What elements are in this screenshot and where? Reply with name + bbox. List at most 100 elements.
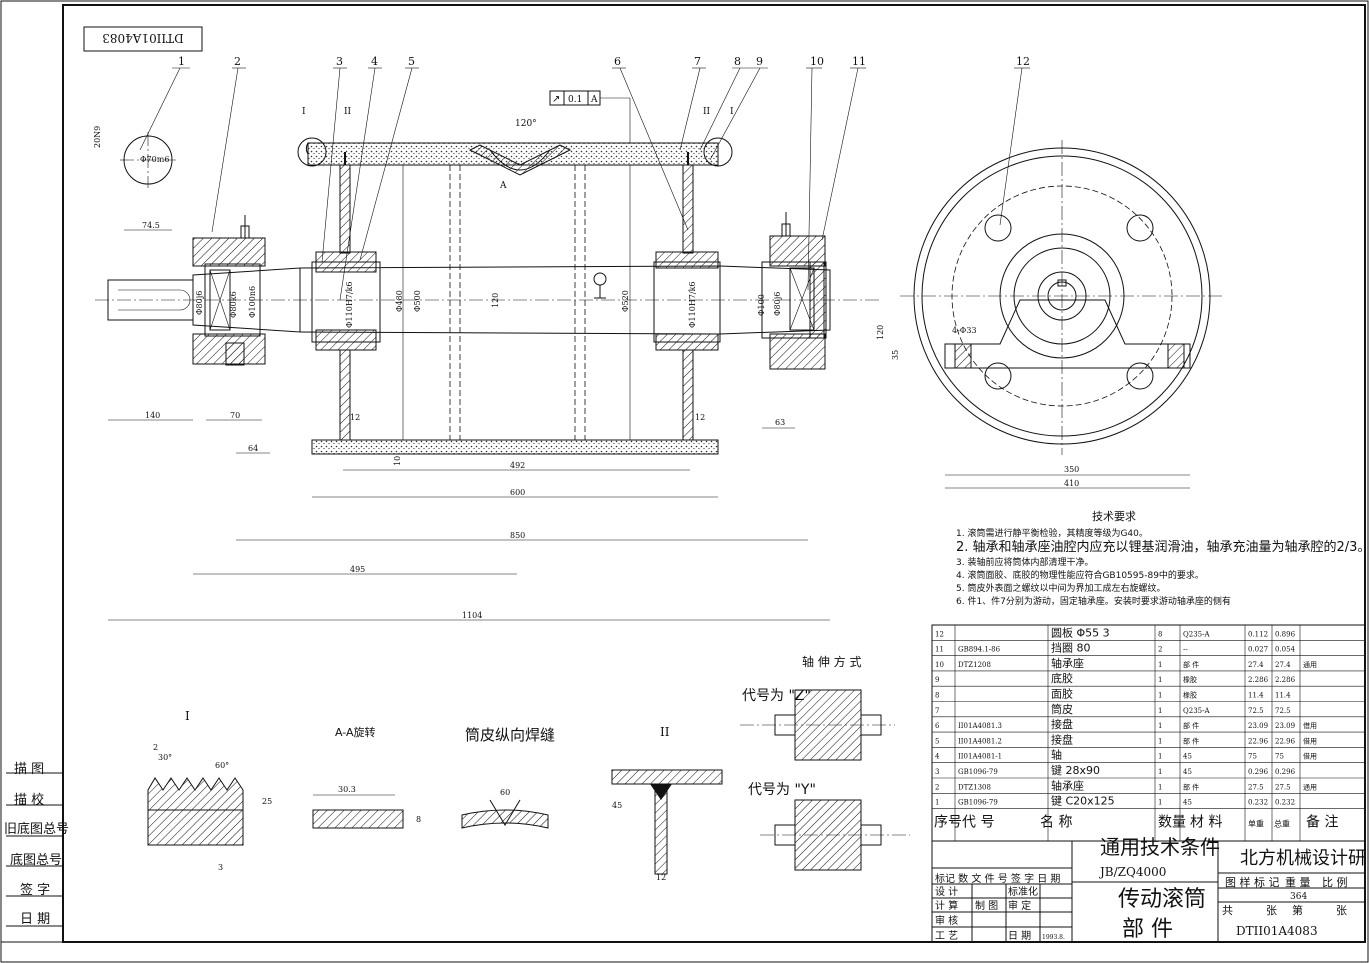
dim-phi80j6-right: Φ80j6 (773, 292, 782, 316)
bom-cell-qty: 1 (1158, 722, 1162, 730)
det-ii-12: 12 (656, 873, 666, 882)
bom-cell-qty: 1 (1158, 661, 1162, 669)
bom-cell-note: 通用 (1303, 660, 1317, 669)
tb-row-mark: 标记 数 文 件 号 签 字 日 期 (935, 872, 1060, 885)
det-i-60: 60° (215, 761, 229, 770)
det-i-25: 25 (262, 797, 272, 806)
tb-sheet-total: 共 (1222, 904, 1233, 917)
tb-row-review: 审 核 (935, 914, 958, 927)
dim-35: 35 (891, 350, 900, 360)
det-i-3: 3 (218, 863, 223, 872)
key-section: 20N9 Φ70m6 74.5 (93, 126, 176, 231)
shaft-ext-label: 轴 伸 方 式 (802, 654, 861, 669)
tech-item-1: 1. 滚筒需进行静平衡检验，其精度等级为G40。 (956, 527, 1148, 539)
detail-ii-label: II (660, 725, 670, 739)
side-label-sign: 签 字 (20, 882, 50, 898)
title-block: 通用技术条件 JB/ZQ4000 北方机械设计研 传动滚筒 部 件 图 样 标 … (931, 835, 1366, 943)
bom-cell-w2: 27.5 (1275, 783, 1291, 791)
tb-standard-code: JB/ZQ4000 (1098, 865, 1166, 879)
bom-cell-w2: 2.286 (1275, 676, 1296, 684)
rotated-code-box: DTII01A4083 (83, 26, 203, 52)
part-no-2: 2 (234, 55, 241, 68)
part-no-10: 10 (810, 55, 824, 68)
bom-cell-name: 轴 (1051, 748, 1062, 762)
bom-header-name: 名 称 (1040, 815, 1072, 831)
bom-cell-mat: 橡胶 (1183, 675, 1197, 684)
dim-850: 850 (510, 531, 525, 540)
det-weld-60: 60 (500, 788, 510, 797)
tb-company: 北方机械设计研 (1240, 848, 1366, 869)
shaft-dia-label: Φ70m6 (140, 155, 169, 164)
bom-cell-mat: Q235-A (1183, 707, 1210, 715)
bom-cell-no: 9 (935, 676, 939, 684)
bom-cell-mat: 部 件 (1183, 782, 1199, 791)
bom-cell-name: 轴承座 (1051, 656, 1084, 670)
dim-phi80k6: Φ80k6 (229, 291, 238, 318)
part-no-7: 7 (694, 55, 701, 68)
shaft-code-y: 代号为 "Y" (748, 782, 816, 798)
bom-cell-w2: 0.296 (1275, 768, 1296, 776)
bom-cell-no: 1 (935, 799, 939, 807)
side-label-column: 描 图 描 校 旧底图总号 底图总号 签 字 日 期 (4, 762, 69, 927)
inner-frame (62, 4, 1366, 943)
keyway-dim: 20N9 (93, 126, 102, 148)
detail-weld-label: 筒皮纵向焊缝 (465, 726, 555, 744)
bom-header-note: 备 注 (1306, 814, 1338, 831)
part-no-11: 11 (852, 55, 866, 68)
part-no-9: 9 (756, 55, 763, 68)
bom-cell-w1: 0.027 (1248, 646, 1268, 654)
bom-header-w1: 单重 (1248, 819, 1264, 829)
bom-cell-no: 11 (935, 646, 944, 654)
tb-mark-hdr: 图 样 标 记 (1225, 875, 1280, 889)
bom-cell-w1: 0.232 (1248, 799, 1268, 807)
part-no-6: 6 (614, 55, 621, 68)
rotated-code-text: DTII01A4083 (102, 31, 184, 45)
tol-symbol: ↗ (552, 94, 560, 105)
bom-cell-w2: 27.4 (1275, 661, 1291, 669)
bom-cell-w2: 23.09 (1275, 722, 1295, 730)
bom-header-mat: 材 料 (1190, 815, 1222, 831)
bom-cell-name: 接盘 (1051, 717, 1073, 731)
bom-header-w2: 总重 (1274, 819, 1290, 829)
dim-120-right: 120 (876, 325, 885, 340)
bom-cell-w2: 0.054 (1275, 646, 1296, 654)
part-no-3: 3 (336, 55, 343, 68)
det-i-30: 30° (158, 753, 172, 762)
bom-cell-no: 4 (935, 753, 940, 761)
section-marks: I II II I A ↗ 0.1 A 120° (302, 90, 734, 191)
tech-item-6: 6. 件1、件7分别为游动，固定轴承座。安装时要求游动轴承座的侧有 (956, 595, 1231, 607)
bom-cell-name: 轴承座 (1051, 778, 1084, 792)
bom-cell-code: GB1096-79 (958, 799, 998, 807)
bom-cell-mat: -- (1183, 646, 1188, 654)
dim-63: 63 (775, 418, 785, 427)
main-section-view (95, 137, 880, 455)
tb-date-val: 1993.8. (1042, 934, 1065, 941)
dim-phi110-left: Φ110H7/k6 (345, 281, 354, 328)
tb-row-drafting: 制 图 (975, 899, 998, 912)
mark-a: A (499, 181, 507, 191)
bom-cell-w2: 0.896 (1275, 630, 1296, 638)
bom-cell-qty: 1 (1158, 783, 1162, 791)
tech-requirements: 技术要求 1. 滚筒需进行静平衡检验，其精度等级为G40。 2. 轴承和轴承座油… (956, 510, 1369, 607)
bom-cell-w1: 27.4 (1248, 661, 1264, 669)
part-no-5: 5 (408, 55, 415, 68)
bom-cell-mat: 部 件 (1183, 721, 1199, 730)
tb-ratio-hdr: 比 例 (1322, 875, 1348, 889)
tol-ref: A (590, 95, 598, 105)
tb-std-check: 标准化 (1008, 885, 1038, 898)
bom-header-no: 序号 (934, 815, 962, 831)
tolerance-box: ↗ 0.1 A (549, 90, 631, 143)
dim-1104: 1104 (462, 611, 482, 620)
bom-cell-w2: 72.5 (1275, 707, 1291, 715)
shaft-code-z: 代号为 "Z" (742, 688, 811, 704)
part-no-1: 1 (178, 55, 185, 68)
side-label-check: 描 校 (14, 792, 44, 808)
bom-cell-qty: 1 (1158, 799, 1162, 807)
det-ii-45: 45 (612, 801, 622, 810)
tb-sheet-no: 第 (1292, 903, 1303, 917)
bom-cell-name: 键 28x90 (1051, 763, 1100, 777)
dim-410: 410 (1064, 479, 1079, 488)
bom-cell-qty: 1 (1158, 676, 1162, 684)
bom-cell-qty: 8 (1158, 630, 1162, 638)
